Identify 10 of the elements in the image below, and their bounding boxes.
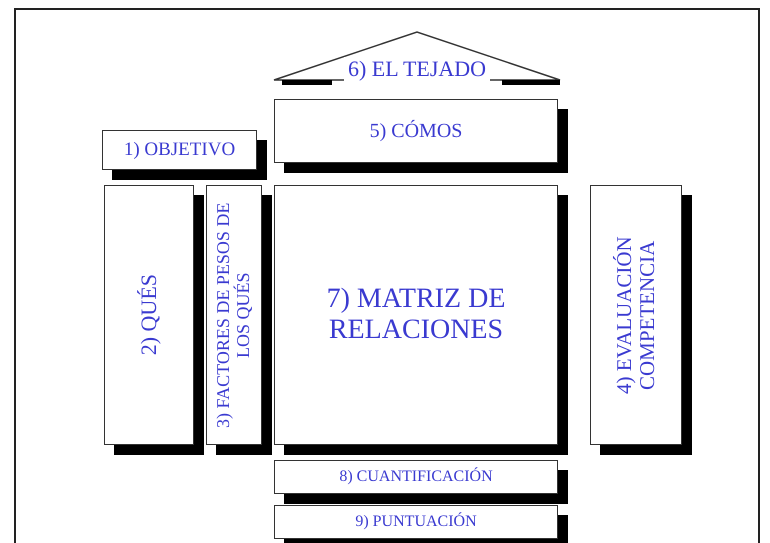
- section-label: 5) CÓMOS: [370, 120, 462, 142]
- section-label: 9) PUNTUACIÓN: [355, 513, 477, 531]
- section-label: 6) EL TEJADO: [344, 56, 490, 82]
- section-label: 2) QUÉS: [136, 274, 162, 356]
- section-label: 4) EVALUACIÓN COMPETENCIA: [612, 235, 660, 396]
- roof-drawing: [272, 30, 562, 86]
- section-label: 8) CUANTIFICACIÓN: [339, 468, 493, 486]
- section-label: 1) OBJETIVO: [124, 140, 236, 160]
- section-label: 7) MATRIZ DE RELACIONES: [326, 284, 506, 346]
- section-label: 3) FACTORES DE PESOS DE LOS QUÉS: [214, 201, 254, 430]
